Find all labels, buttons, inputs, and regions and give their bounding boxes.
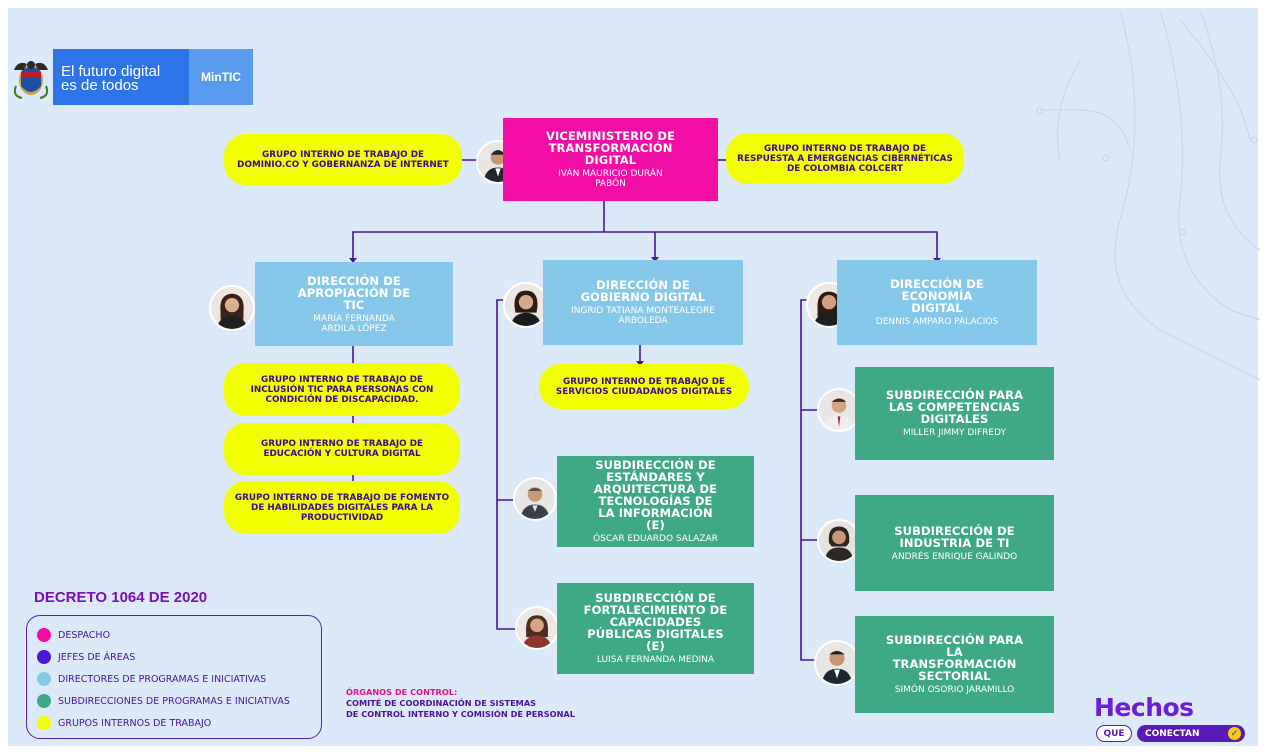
legend-item-directores: DIRECTORES DE PROGRAMAS E INICIATIVAS xyxy=(37,670,266,688)
direccion-apropiacion-box: DIRECCIÓN DE APROPIACIÓN DE TIC MARÍA FE… xyxy=(255,262,453,346)
legend-label-grupos: GRUPOS INTERNOS DE TRABAJO xyxy=(58,717,212,729)
direccion-apropiacion-name: MARÍA FERNANDA ARDILA LÓPEZ xyxy=(313,313,395,334)
group-fomento-habilidades: GRUPO INTERNO DE TRABAJO DE FOMENTO DE H… xyxy=(224,481,460,534)
mintic-logo: MinTIC xyxy=(189,49,253,105)
brand-hechos: Hechos xyxy=(1094,693,1194,722)
viceministerio-title: VICEMINISTERIO DE TRANSFORMACIÓN DIGITAL xyxy=(545,129,676,167)
legend-item-jefes: JEFES DE ÁREAS xyxy=(37,648,135,666)
viceministerio-box: VICEMINISTERIO DE TRANSFORMACIÓN DIGITAL… xyxy=(503,118,718,201)
subdireccion-estandares-box: SUBDIRECCIÓN DE ESTÁNDARES Y ARQUITECTUR… xyxy=(557,456,754,547)
legend-dot-grupos xyxy=(37,716,51,730)
direccion-gobierno-box: DIRECCIÓN DE GOBIERNO DIGITAL INGRID TAT… xyxy=(543,260,743,345)
subdireccion-fortalecimiento-title: SUBDIRECCIÓN DE FORTALECIMIENTO DE CAPAC… xyxy=(583,591,728,653)
direccion-economia-title: DIRECCIÓN DE ECONOMÍA DIGITAL xyxy=(890,277,984,315)
legend-item-despacho: DESPACHO xyxy=(37,626,110,644)
subdireccion-estandares-name: ÓSCAR EDUARDO SALAZAR xyxy=(593,534,718,544)
subdireccion-transformacion-box: SUBDIRECCIÓN PARA LA TRANSFORMACIÓN SECT… xyxy=(855,616,1054,713)
direccion-gobierno-title: DIRECCIÓN DE GOBIERNO DIGITAL xyxy=(580,278,706,304)
legend-dot-jefes xyxy=(37,650,51,664)
colombia-coat-of-arms-icon xyxy=(13,61,49,99)
direccion-apropiacion-title: DIRECCIÓN DE APROPIACIÓN DE TIC xyxy=(297,273,411,312)
organos-line1: COMITÉ DE COORDINACIÓN DE SISTEMAS xyxy=(346,698,537,708)
viceministerio-name: IVÁN MAURICIO DURÁN PABÓN xyxy=(558,169,663,189)
brand-conectan: CONECTAN xyxy=(1137,725,1245,742)
group-educacion-cultura: GRUPO INTERNO DE TRABAJO DE EDUCACIÓN Y … xyxy=(224,423,460,475)
subdireccion-transformacion-title: SUBDIRECCIÓN PARA LA TRANSFORMACIÓN SECT… xyxy=(885,633,1024,683)
subdireccion-competencias-box: SUBDIRECCIÓN PARA LAS COMPETENCIAS DIGIT… xyxy=(855,367,1054,460)
check-icon: ✓ xyxy=(1228,727,1241,740)
subdireccion-industria-box: SUBDIRECCIÓN DE INDUSTRIA DE TI ANDRÉS E… xyxy=(855,495,1054,591)
legend: DESPACHO JEFES DE ÁREAS DIRECTORES DE PR… xyxy=(26,615,322,739)
subdireccion-competencias-name: MILLER JIMMY DIFREDY xyxy=(902,428,1007,438)
legend-label-jefes: JEFES DE ÁREAS xyxy=(58,651,136,663)
group-servicios-ciudadanos-label: GRUPO INTERNO DE TRABAJO DE SERVICIOS CI… xyxy=(555,376,733,397)
avatar-ingrid-montealegre xyxy=(503,282,549,328)
legend-dot-despacho xyxy=(37,628,51,642)
gov-logo-block: El futuro digital es de todos xyxy=(53,49,189,105)
group-inclusion-tic: GRUPO INTERNO DE TRABAJO DE INCLUSIÓN TI… xyxy=(224,363,460,416)
direccion-economia-box: DIRECCIÓN DE ECONOMÍA DIGITAL DENNIS AMP… xyxy=(837,260,1037,345)
gov-logo-line2: es de todos xyxy=(61,77,139,94)
legend-dot-subdirecciones xyxy=(37,694,51,708)
legend-label-directores: DIRECTORES DE PROGRAMAS E INICIATIVAS xyxy=(58,673,267,685)
subdireccion-fortalecimiento-box: SUBDIRECCIÓN DE FORTALECIMIENTO DE CAPAC… xyxy=(557,583,754,674)
gov-logo-line1: El futuro digital xyxy=(61,63,161,80)
legend-item-grupos: GRUPOS INTERNOS DE TRABAJO xyxy=(37,714,211,732)
subdireccion-transformacion-name: SIMÓN OSORIO JARAMILLO xyxy=(894,685,1015,695)
organos-heading: ÓRGANOS DE CONTROL: xyxy=(346,687,458,697)
direccion-gobierno-name: INGRID TATIANA MONTEALEGRE ARBOLEDA xyxy=(571,306,715,326)
legend-label-despacho: DESPACHO xyxy=(58,629,111,641)
decreto-title: DECRETO 1064 DE 2020 xyxy=(34,589,208,606)
group-colcert: GRUPO INTERNO DE TRABAJO DE RESPUESTA A … xyxy=(726,133,964,184)
group-servicios-ciudadanos: GRUPO INTERNO DE TRABAJO DE SERVICIOS CI… xyxy=(539,364,749,409)
organos-line2: DE CONTROL INTERNO Y COMISIÓN DE PERSONA… xyxy=(346,709,575,719)
avatar-andres-galindo xyxy=(817,519,861,563)
brand-que: QUE xyxy=(1096,725,1132,742)
group-educacion-cultura-label: GRUPO INTERNO DE TRABAJO DE EDUCACIÓN Y … xyxy=(260,439,424,459)
subdireccion-industria-name: ANDRÉS ENRIQUE GALINDO xyxy=(891,551,1018,562)
subdireccion-estandares-title: SUBDIRECCIÓN DE ESTÁNDARES Y ARQUITECTUR… xyxy=(593,458,718,532)
group-dominio-co: GRUPO INTERNO DE TRABAJO DE DOMINIO.CO Y… xyxy=(224,134,462,185)
group-dominio-co-label: GRUPO INTERNO DE TRABAJO DE DOMINIO.CO Y… xyxy=(237,149,449,170)
subdireccion-fortalecimiento-name: LUISA FERNANDA MEDINA xyxy=(596,655,715,665)
legend-item-subdirecciones: SUBDIRECCIONES DE PROGRAMAS E INICIATIVA… xyxy=(37,692,290,710)
avatar-simon-osorio xyxy=(814,640,860,686)
group-fomento-habilidades-label: GRUPO INTERNO DE TRABAJO DE FOMENTO DE H… xyxy=(234,492,450,523)
subdireccion-competencias-title: SUBDIRECCIÓN PARA LAS COMPETENCIAS DIGIT… xyxy=(885,388,1024,426)
direccion-economia-name: DENNIS AMPARO PALACIOS xyxy=(875,317,999,327)
group-colcert-label: GRUPO INTERNO DE TRABAJO DE RESPUESTA A … xyxy=(737,143,953,174)
subdireccion-industria-title: SUBDIRECCIÓN DE INDUSTRIA DE TI xyxy=(894,523,1015,550)
group-inclusion-tic-label: GRUPO INTERNO DE TRABAJO DE INCLUSIÓN TI… xyxy=(250,374,434,405)
legend-label-subdirecciones: SUBDIRECCIONES DE PROGRAMAS E INICIATIVA… xyxy=(58,695,290,707)
organos-de-control: ÓRGANOS DE CONTROL: COMITÉ DE COORDINACI… xyxy=(346,687,575,720)
avatar-maria-ardila xyxy=(209,285,255,331)
legend-dot-directores xyxy=(37,672,51,686)
avatar-oscar-salazar xyxy=(513,477,557,521)
avatar-luisa-medina xyxy=(515,606,559,650)
